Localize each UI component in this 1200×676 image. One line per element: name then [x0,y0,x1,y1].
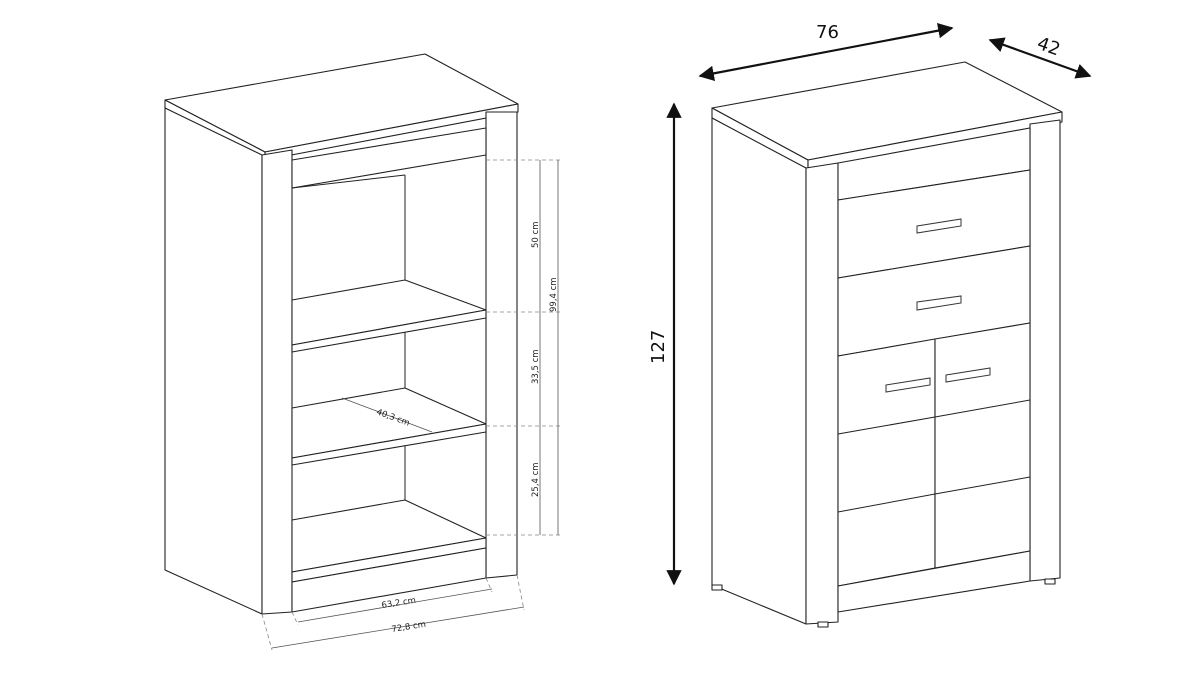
foot-front-left [817,621,829,628]
top-compartment-label: 50 cm [531,222,541,248]
height-label: 127 [648,330,669,364]
bottom-compartment-label: 25,4 cm [531,462,541,497]
right-side-panel [711,117,807,625]
interior-top-band [291,127,487,189]
width-arrow [698,23,954,81]
dim-interior-width [297,588,493,623]
drawer-lower-handle[interactable] [916,295,962,311]
foot-back-left [711,584,723,591]
shelf-depth-line [341,397,433,433]
left-side-panel [164,107,263,615]
door-right-line1 [934,399,1031,418]
cabinet-plinth [837,550,1031,613]
left-front-post [261,149,293,615]
guide-inner-right [485,577,493,593]
door-left-line1 [837,416,936,435]
width-label: 76 [816,22,839,43]
closed-cabinet: 76 42 127 [648,22,1092,628]
middle-compartment-label: 33,5 cm [531,349,541,384]
door-left-line2 [837,493,936,513]
guide-inner-left [291,611,299,626]
cabinet-left-post [805,162,839,625]
drawer-upper-handle[interactable] [916,218,962,234]
right-top-right-edge [807,111,1063,171]
door-left [837,338,936,587]
door-right-handle[interactable] [945,367,991,383]
door-right [934,322,1031,569]
guide-outer-right [516,574,525,611]
shelf-upper-edge [291,309,487,353]
shelf-lower-edge [291,423,487,466]
depth-arrow [988,37,1092,79]
cabinet-right-post [1029,119,1061,582]
outer-width-label: 72,8 cm [391,620,427,635]
dim-outer-width [271,606,525,649]
door-left-handle[interactable] [885,377,931,393]
open-shelf-unit: 40,3 cm 50 cm 99,4 cm 33,5 cm 25,4 cm 63… [164,53,560,651]
interior-top-back-edge [291,174,406,189]
guide-outer-left [261,613,273,651]
interior-height-label: 99,4 cm [549,277,559,312]
foot-front-right [1044,578,1056,585]
door-right-line2 [934,476,1031,495]
interior-width-label: 63,2 cm [381,596,417,611]
right-front-post [485,111,518,579]
